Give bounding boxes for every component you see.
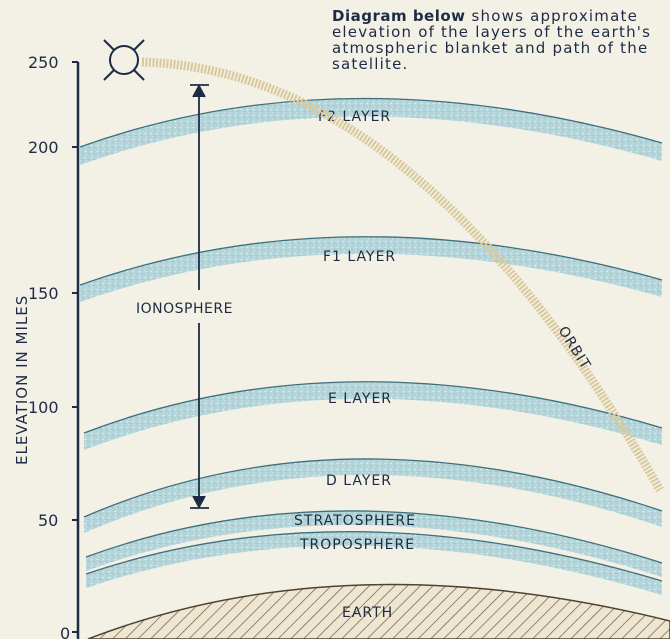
- f2-layer-label: F2 LAYER: [318, 109, 391, 125]
- stratosphere-label: STRATOSPHERE: [294, 513, 416, 529]
- f1-layer-label: F1 LAYER: [323, 249, 396, 265]
- stratosphere-band: [85, 510, 663, 577]
- tick-label-0: 0: [60, 624, 70, 639]
- ionosphere-span: [190, 84, 209, 509]
- d-layer-label: D LAYER: [326, 473, 392, 489]
- tick-label-150: 150: [28, 284, 59, 303]
- orbit-path: [141, 57, 664, 493]
- diagram-caption: Diagram below shows approximate elevatio…: [332, 8, 662, 72]
- orbit-label: ORBIT: [555, 324, 594, 373]
- f2-layer-band: [79, 97, 663, 165]
- e-layer-band: [83, 381, 663, 450]
- caption-bold: Diagram below: [332, 7, 466, 25]
- tick-label-250: 250: [28, 53, 59, 72]
- ionosphere-label: IONOSPHERE: [136, 301, 233, 317]
- earth-shape: [87, 583, 670, 639]
- caption-text: shows approximate elevation of the layer…: [332, 7, 652, 73]
- e-layer-label: E LAYER: [328, 391, 392, 407]
- axis-title: ELEVATION IN MILES: [13, 295, 31, 465]
- troposphere-label: TROPOSPHERE: [299, 537, 415, 553]
- tick-label-50: 50: [38, 511, 58, 530]
- axis-ticks: [72, 61, 78, 633]
- f1-layer-band: [79, 236, 663, 302]
- tick-label-200: 200: [28, 138, 59, 157]
- tick-label-100: 100: [28, 398, 59, 417]
- earth-label: EARTH: [342, 605, 393, 621]
- satellite-icon: [103, 39, 145, 81]
- d-layer-band: [83, 458, 663, 533]
- troposphere-band: [85, 531, 663, 595]
